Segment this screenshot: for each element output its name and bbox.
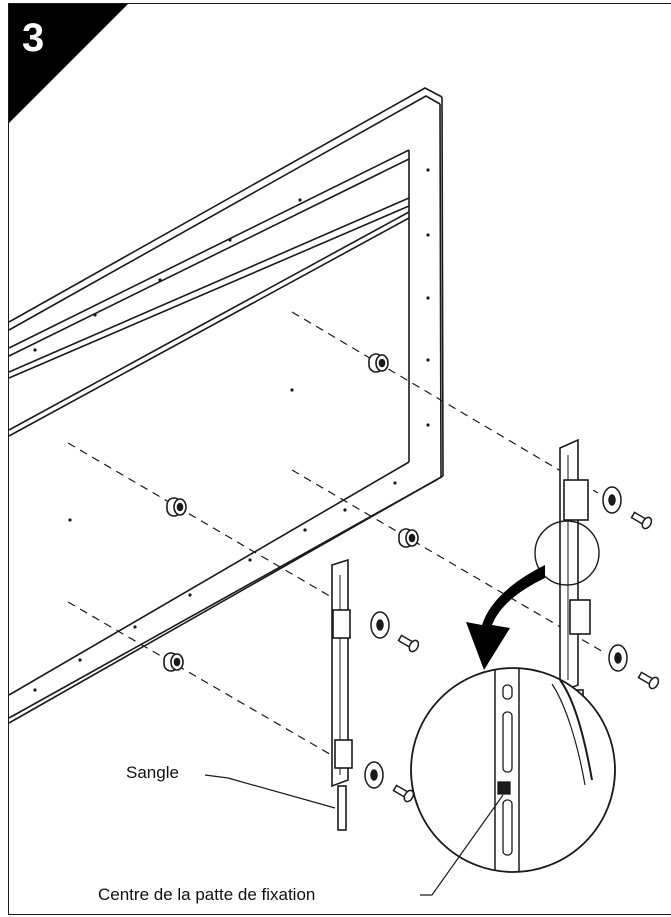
step-number: 3: [22, 16, 45, 60]
rim-holes: [33, 168, 430, 692]
strap-label: Sangle: [126, 763, 179, 782]
strap-leader: [204, 774, 336, 809]
detail-source-circle: [534, 520, 600, 586]
left-bracket: [331, 558, 353, 831]
diagram-frame: [8, 3, 671, 915]
step-badge: [9, 4, 128, 123]
tv-panel: [8, 87, 444, 724]
bracket-center-label: Centre de la patte de fixation: [98, 885, 316, 904]
spacer-washers: [163, 353, 419, 672]
magnified-detail: [410, 667, 616, 873]
center-leader: [420, 794, 504, 896]
alignment-lines: [67, 311, 606, 761]
zoom-arrow: [466, 565, 545, 670]
washers-and-screws: [364, 486, 660, 803]
